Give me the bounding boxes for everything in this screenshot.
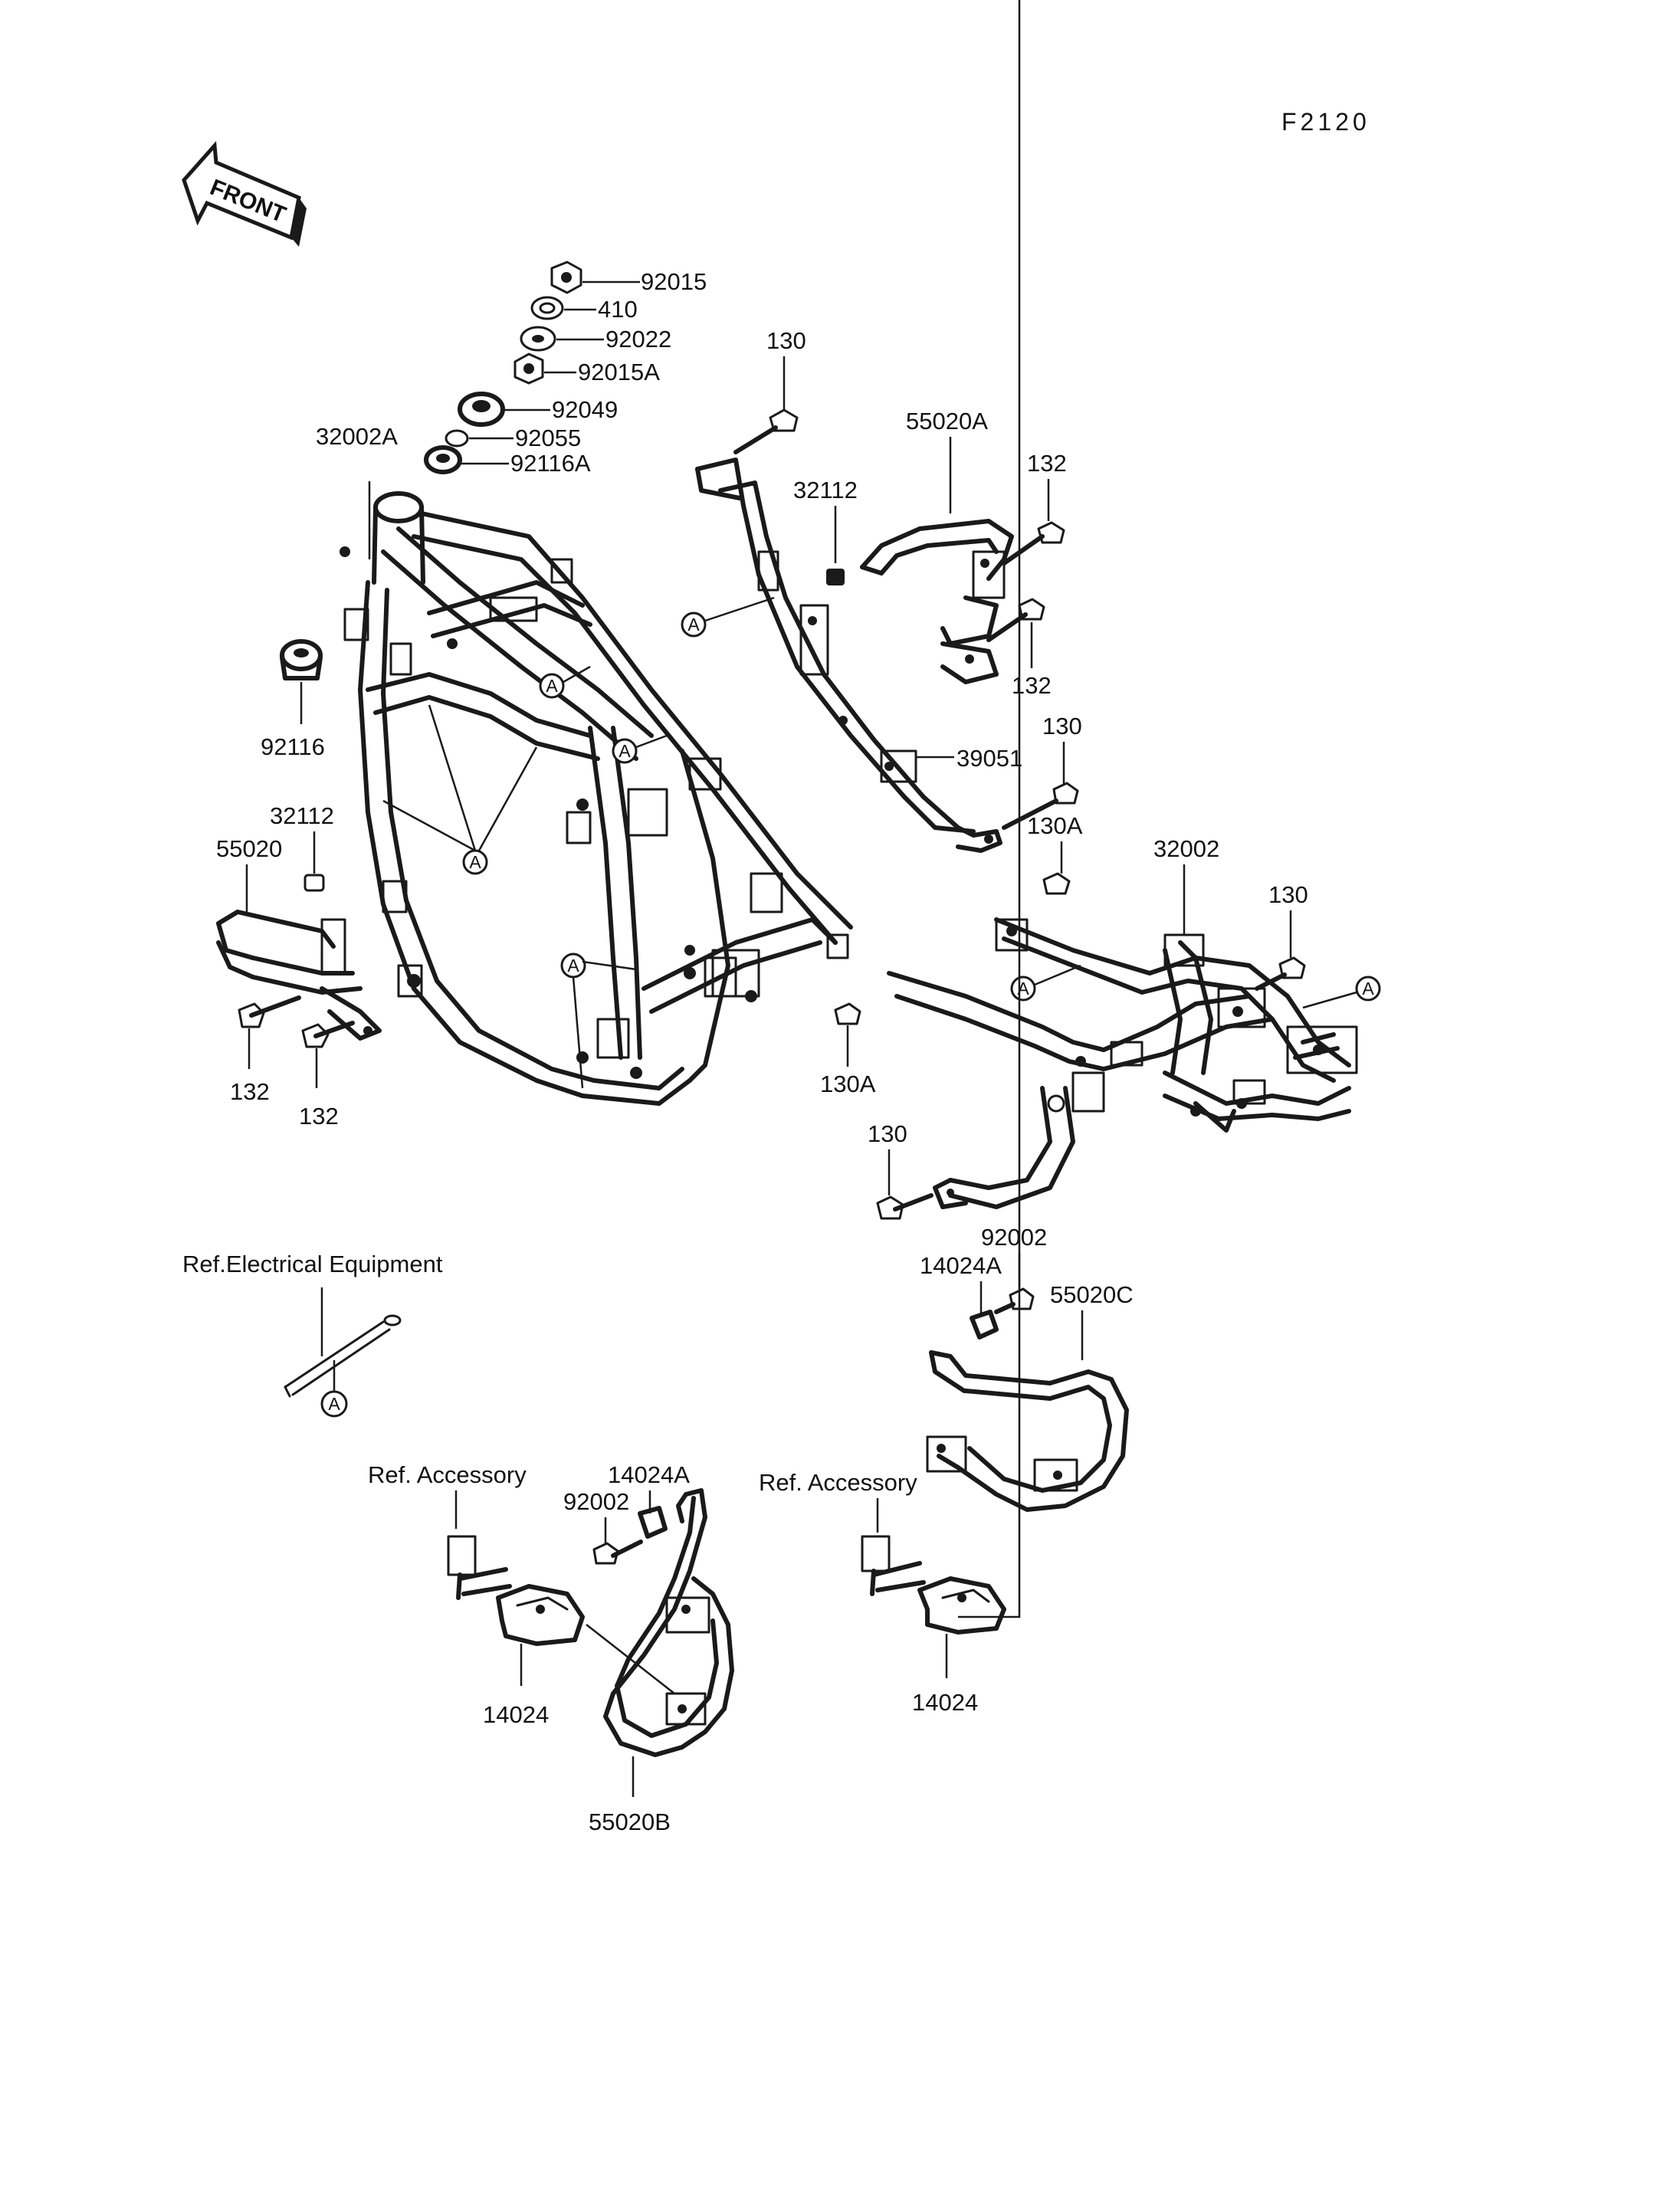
cap-32112-left-icon [304, 874, 325, 892]
bolt-132-left-b-icon [301, 1021, 355, 1048]
nut-92015a-icon [514, 353, 544, 385]
label-132-left-a: 132 [230, 1078, 270, 1105]
ref-electrical-label: Ref.Electrical Equipment [182, 1251, 443, 1277]
svg-text:A: A [567, 956, 579, 976]
ref-mark-a-4: A [560, 953, 586, 979]
bolt-130a-lower-icon [834, 1002, 861, 1025]
rail-39051 [695, 457, 1002, 853]
label-14024-left: 14024 [483, 1701, 549, 1728]
svg-text:A: A [687, 615, 700, 635]
accessory-right [861, 1535, 1006, 1635]
svg-text:A: A [1017, 979, 1029, 998]
label-55020: 55020 [216, 835, 282, 862]
bolt-130-lower-icon [876, 1193, 934, 1220]
bolt-130-right-upper-icon [1002, 782, 1079, 830]
guard-55020 [216, 910, 382, 1041]
front-arrow-icon: FRONT [182, 141, 307, 247]
nut-92015-icon [550, 261, 582, 294]
label-14024a-lower: 14024A [608, 1461, 690, 1488]
label-92015: 92015 [641, 268, 707, 295]
bolt-130a-right-icon [1042, 872, 1071, 895]
ref-mark-a-2: A [612, 738, 638, 764]
label-32112-left: 32112 [270, 802, 334, 829]
ref-mark-a-subframe-1: A [1010, 976, 1036, 1002]
svg-text:A: A [546, 676, 558, 696]
bolt-130-right-icon [1255, 956, 1306, 991]
guard-55020b [586, 1488, 734, 1757]
ref-accessory-left-label: Ref. Accessory [368, 1461, 527, 1488]
bolt-132-left-a-icon [238, 995, 301, 1028]
label-130-right: 130 [1268, 881, 1308, 908]
label-132-mid: 132 [1012, 672, 1052, 699]
accessory-left [447, 1535, 585, 1646]
washer-stack [424, 261, 582, 474]
label-130-right-upper: 130 [1042, 713, 1082, 739]
svg-text:A: A [469, 852, 481, 872]
svg-text:A: A [619, 741, 631, 761]
label-14024-right: 14024 [912, 1689, 978, 1716]
ring-92055-icon [445, 429, 469, 448]
bolt-92002-upper-icon [994, 1287, 1035, 1314]
main-frame-32002a [340, 491, 853, 1106]
label-39051: 39051 [956, 745, 1022, 772]
bolt-132-top-icon [1002, 521, 1065, 566]
ref-mark-a-rail: A [681, 612, 707, 638]
clamp-14024a-upper-icon [970, 1310, 999, 1340]
label-92116: 92116 [261, 733, 325, 760]
label-92116a: 92116A [510, 450, 591, 477]
ref-mark-a-1: A [539, 673, 565, 699]
label-92022: 92022 [605, 326, 671, 353]
label-132-top: 132 [1027, 450, 1067, 477]
label-92002-upper: 92002 [981, 1224, 1047, 1251]
bolt-92002-lower-icon [592, 1540, 643, 1565]
guard-55020c [926, 1350, 1129, 1512]
ref-mark-a-electrical: A [320, 1390, 348, 1418]
ref-mark-a-subframe-2: A [1355, 976, 1381, 1002]
nut-92022-icon [520, 326, 556, 352]
label-132-left-b: 132 [299, 1103, 339, 1130]
label-14024a-upper: 14024A [920, 1252, 1002, 1279]
label-92055: 92055 [515, 425, 581, 451]
label-32112-top: 32112 [793, 477, 858, 503]
label-130a-lower: 130A [820, 1071, 876, 1097]
washer-410-icon [530, 296, 564, 320]
label-32002a: 32002A [316, 423, 398, 450]
label-130-lower: 130 [868, 1120, 907, 1147]
label-55020b: 55020B [589, 1808, 671, 1835]
svg-text:A: A [1362, 979, 1374, 998]
label-32002: 32002 [1153, 835, 1219, 862]
bushing-92049-icon [458, 392, 505, 427]
guard-55020a [860, 519, 1014, 684]
label-410: 410 [598, 296, 638, 323]
ref-accessory-right-label: Ref. Accessory [759, 1469, 917, 1496]
svg-text:A: A [328, 1394, 340, 1414]
ref-mark-a-3: A [462, 849, 488, 875]
cap-32112-top-icon [826, 569, 845, 585]
label-130a-right: 130A [1027, 812, 1083, 839]
label-130-top: 130 [766, 327, 806, 354]
clamp-14024a-lower-icon [638, 1506, 668, 1539]
electrical-rod [284, 1314, 402, 1398]
grommet-92116-icon [280, 639, 323, 680]
label-55020a: 55020A [906, 408, 988, 434]
subframe-32002 [887, 917, 1358, 1209]
label-92002-lower: 92002 [563, 1488, 629, 1515]
label-92015a: 92015A [578, 359, 660, 385]
grommet-92116a-icon [424, 445, 462, 474]
label-92049: 92049 [552, 396, 618, 423]
label-55020c: 55020C [1050, 1281, 1134, 1308]
bolt-130-top-icon [733, 408, 799, 454]
figure-code: F2120 [1281, 108, 1370, 136]
